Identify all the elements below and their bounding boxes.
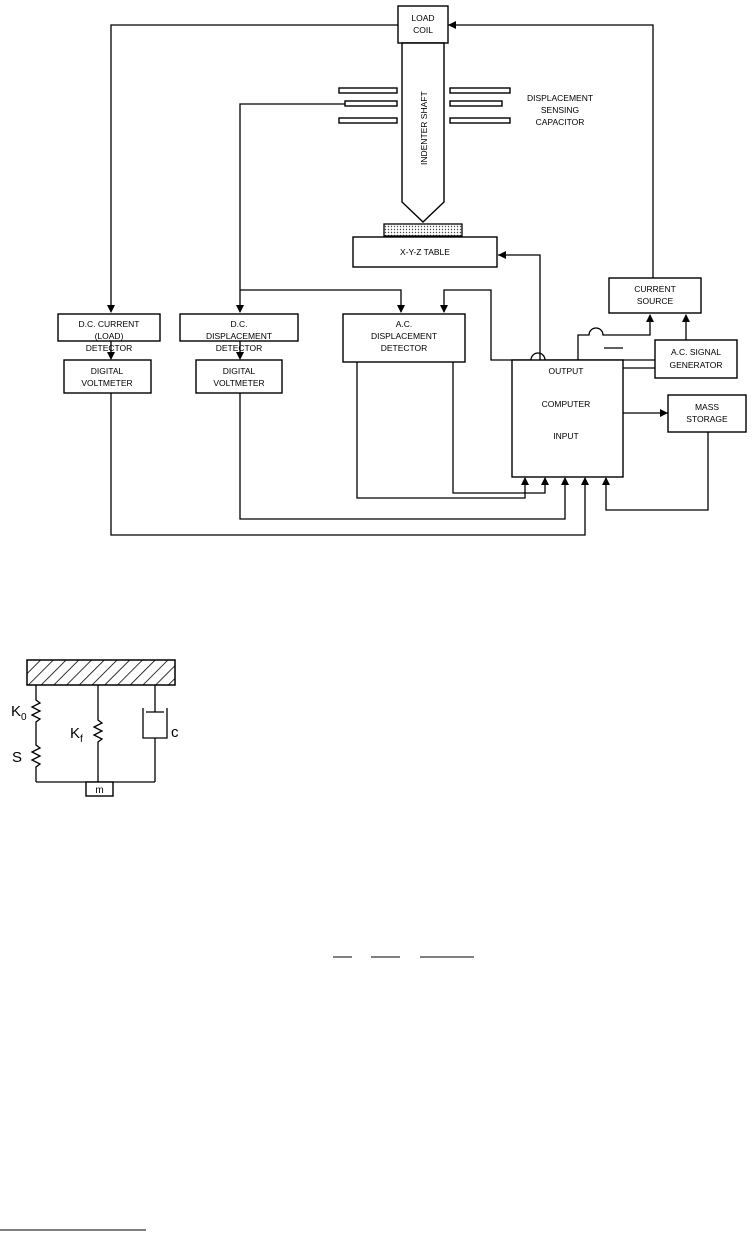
c-label: c: [171, 724, 179, 741]
load-coil-label-2: COIL: [413, 25, 433, 35]
xyz-table-label: X-Y-Z TABLE: [400, 247, 450, 257]
capacitor-label-1: DISPLACEMENT: [527, 93, 593, 103]
ac-displacement-detector-box: A.C. DISPLACEMENT DETECTOR: [343, 314, 465, 362]
dc-current-detector-label-3: DETECTOR: [86, 343, 133, 353]
computer-output-label: OUTPUT: [549, 366, 584, 376]
current-source-label-1: CURRENT: [634, 284, 676, 294]
capacitor-label-3: CAPACITOR: [536, 117, 585, 127]
ac-displacement-detector-label-1: A.C.: [396, 319, 413, 329]
xyz-table-box: X-Y-Z TABLE: [353, 237, 497, 267]
spring-k0-s: [32, 685, 40, 782]
mass-label: m: [95, 785, 103, 796]
ac-signal-generator-box: A.C. SIGNAL GENERATOR: [655, 340, 737, 378]
computer-label: COMPUTER: [542, 399, 591, 409]
capacitor-label-2: SENSING: [541, 105, 579, 115]
block-diagram: LOAD COIL INDENTER SHAFT DISPLACEMENT SE…: [58, 6, 746, 535]
dashpot-c: [143, 685, 167, 782]
fixed-support: [27, 660, 175, 685]
ac-signal-generator-label-1: A.C. SIGNAL: [671, 347, 721, 357]
current-source-box: CURRENT SOURCE: [609, 278, 701, 313]
dc-current-detector-label-1: D.C. CURRENT: [79, 319, 140, 329]
ac-displacement-detector-label-3: DETECTOR: [381, 343, 428, 353]
dc-displacement-detector-box: D.C. DISPLACEMENT DETECTOR: [180, 314, 298, 353]
dc-displacement-detector-label-1: D.C.: [231, 319, 248, 329]
digital-voltmeter-2-box: DIGITAL VOLTMETER: [196, 360, 282, 393]
ac-signal-generator-label-2: GENERATOR: [669, 360, 722, 370]
digital-voltmeter-2-label-2: VOLTMETER: [213, 378, 264, 388]
computer-box: OUTPUT COMPUTER INPUT: [512, 360, 623, 477]
mass-storage-label-2: STORAGE: [686, 414, 728, 424]
current-source-label-2: SOURCE: [637, 296, 674, 306]
mass-m: m: [86, 782, 113, 796]
spring-kf: [94, 685, 102, 782]
digital-voltmeter-1-label-1: DIGITAL: [91, 366, 124, 376]
indenter-shaft: INDENTER SHAFT: [402, 43, 444, 222]
k0-label: K0: [11, 703, 27, 723]
spring-dashpot-model: m K0 S Kf c: [11, 660, 179, 796]
digital-voltmeter-2-label-1: DIGITAL: [223, 366, 256, 376]
digital-voltmeter-1-box: DIGITAL VOLTMETER: [64, 360, 151, 393]
load-coil-box: LOAD COIL: [398, 6, 448, 43]
mass-storage-label-1: MASS: [695, 402, 719, 412]
s-label: S: [12, 749, 22, 766]
load-coil-label-1: LOAD: [411, 13, 434, 23]
digital-voltmeter-1-label-2: VOLTMETER: [81, 378, 132, 388]
kf-label: Kf: [70, 725, 83, 745]
capacitor-plates: DISPLACEMENT SENSING CAPACITOR: [339, 88, 593, 127]
dc-current-detector-box: D.C. CURRENT (LOAD) DETECTOR: [58, 314, 160, 353]
mass-storage-box: MASS STORAGE: [668, 395, 746, 432]
indenter-shaft-label: INDENTER SHAFT: [419, 91, 429, 165]
dc-displacement-detector-label-2: DISPLACEMENT: [206, 331, 272, 341]
specimen: [384, 224, 462, 236]
dc-displacement-detector-label-3: DETECTOR: [216, 343, 263, 353]
ac-displacement-detector-label-2: DISPLACEMENT: [371, 331, 437, 341]
dc-current-detector-label-2: (LOAD): [95, 331, 124, 341]
computer-input-label: INPUT: [553, 431, 579, 441]
